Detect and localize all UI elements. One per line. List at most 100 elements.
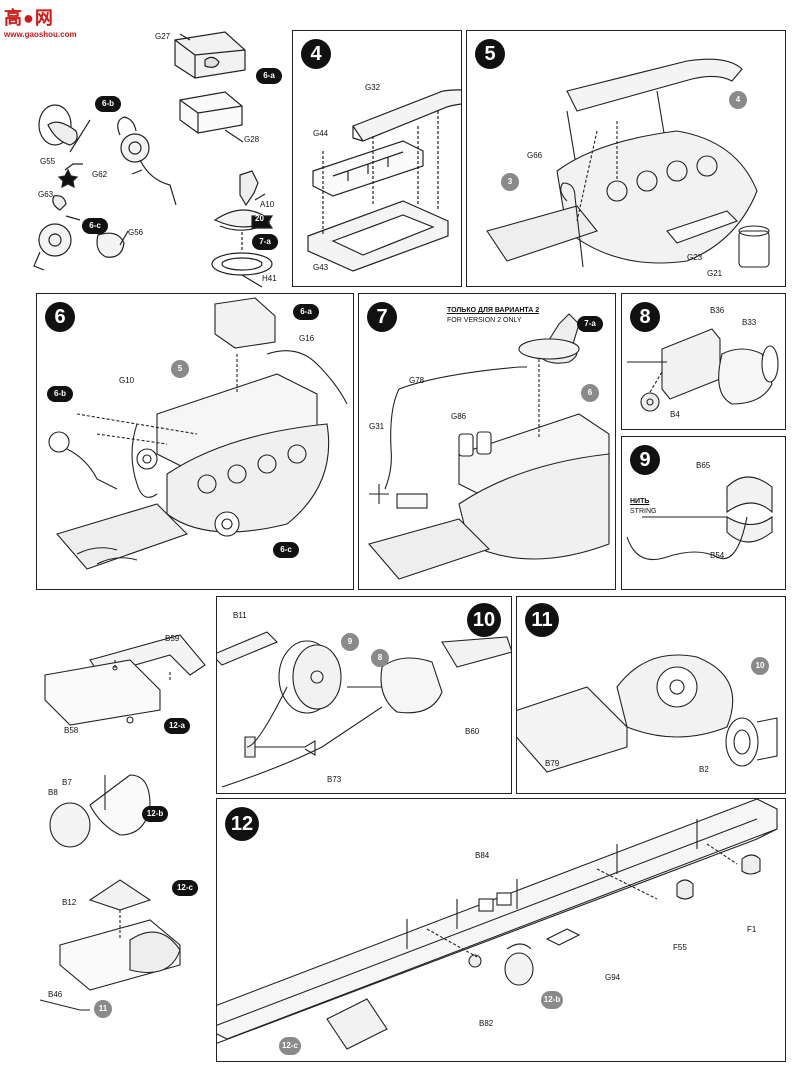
step-7-art <box>368 313 610 580</box>
logo-url: www.gaoshou.com <box>4 30 77 39</box>
loose-12bc-art <box>39 774 181 1011</box>
ref-6: 6 <box>581 384 599 402</box>
version-note-en: FOR VERSION 2 ONLY <box>447 317 522 324</box>
label-B2: B2 <box>699 765 709 774</box>
version-note-ru: ТОЛЬКО ДЛЯ ВАРИАНТА 2 <box>447 307 540 314</box>
step-4-number: 4 <box>301 39 331 69</box>
loose-12a-art <box>44 634 206 726</box>
step-4-panel: 4 G32 G44 G43 <box>292 30 462 287</box>
ref-5: 5 <box>171 360 189 378</box>
label-G10: G10 <box>119 376 135 385</box>
step-6-panel: 6 G16 G10 6-a 6-b 6-c 5 <box>36 293 354 590</box>
callout-6b: 6-b <box>95 96 121 112</box>
label-B33: B33 <box>742 318 757 327</box>
label-B7: B7 <box>62 778 72 787</box>
ref-3: 3 <box>501 173 519 191</box>
flag-7: 7 <box>70 166 75 175</box>
ref-12c: 12-c <box>279 1037 301 1055</box>
ref-9: 9 <box>341 633 359 651</box>
label-G66: G66 <box>527 151 543 160</box>
callout-6a: 6-a <box>293 304 319 320</box>
label-B58: B58 <box>64 726 79 735</box>
label-G62: G62 <box>92 170 108 179</box>
label-B65: B65 <box>696 461 711 470</box>
string-note-en: STRING <box>630 508 657 515</box>
step-9-art <box>626 476 773 561</box>
step-9-panel: 9 B65 B54 НИТЬ STRING <box>621 436 786 590</box>
label-F1: F1 <box>747 925 757 934</box>
label-B8: B8 <box>48 788 58 797</box>
step-10-panel: 10 B11 B60 B73 9 8 <box>216 596 512 794</box>
step-6-number: 6 <box>45 302 75 332</box>
callout-12a: 12-a <box>164 718 190 734</box>
step-5-panel: 5 G66 G23 G21 3 4 <box>466 30 786 287</box>
label-G16: G16 <box>299 334 315 343</box>
step-9-number: 9 <box>630 445 660 475</box>
step-8-art <box>627 328 779 412</box>
step-10-number: 10 <box>467 603 501 637</box>
label-B46: B46 <box>48 990 63 999</box>
label-B60: B60 <box>465 727 480 736</box>
callout-6b: 6-b <box>47 386 73 402</box>
step-11-number: 11 <box>525 603 559 637</box>
callout-7a: 7-a <box>252 234 278 250</box>
label-B36: B36 <box>710 306 725 315</box>
step-11-panel: 11 B79 B2 10 <box>516 596 786 794</box>
callout-6c: 6-c <box>82 218 108 234</box>
callout-6a: 6-a <box>256 68 282 84</box>
label-G86: G86 <box>451 412 467 421</box>
step-5-number: 5 <box>475 39 505 69</box>
label-G44: G44 <box>313 129 329 138</box>
step-8-panel: 8 B36 B33 B4 <box>621 293 786 430</box>
step-11-art <box>517 654 778 773</box>
callout-12c: 12-c <box>172 880 198 896</box>
label-B59: B59 <box>165 634 180 643</box>
label-B12: B12 <box>62 898 77 907</box>
label-B84: B84 <box>475 851 490 860</box>
callout-7a: 7-a <box>577 316 603 332</box>
label-G31: G31 <box>369 422 385 431</box>
label-G32: G32 <box>365 83 381 92</box>
step-8-number: 8 <box>630 302 660 332</box>
ref-4: 4 <box>729 91 747 109</box>
label-B54: B54 <box>710 551 725 560</box>
ref-12b: 12-b <box>541 991 563 1009</box>
step-10-art <box>217 631 511 788</box>
label-G94: G94 <box>605 973 621 982</box>
label-G28: G28 <box>244 135 260 144</box>
ref-8: 8 <box>371 649 389 667</box>
label-B4: B4 <box>670 410 680 419</box>
step-5-art <box>486 58 770 268</box>
label-B79: B79 <box>545 759 560 768</box>
step-7-number: 7 <box>367 302 397 332</box>
logo-text: 高●网 <box>4 8 54 28</box>
step-4-art <box>307 89 461 272</box>
step-12-number: 12 <box>225 807 259 841</box>
callout-12b: 12-b <box>142 806 168 822</box>
label-H41: H41 <box>262 274 277 283</box>
label-G23: G23 <box>687 253 703 262</box>
step-6-art <box>48 297 348 570</box>
label-G63: G63 <box>38 190 54 199</box>
callout-6c: 6-c <box>273 542 299 558</box>
label-G21: G21 <box>707 269 723 278</box>
step-12-panel: 12 B84 F55 F1 G94 B82 12-b 12-c <box>216 798 786 1062</box>
site-logo: 高●网 www.gaoshou.com <box>4 4 77 39</box>
label-B82: B82 <box>479 1019 494 1028</box>
label-B11: B11 <box>233 611 247 620</box>
step-12-art <box>217 799 778 1050</box>
label-G43: G43 <box>313 263 329 272</box>
loose-parts-top-art <box>33 31 274 288</box>
step-7-panel: 7 ТОЛЬКО ДЛЯ ВАРИАНТА 2 FOR VERSION 2 ON… <box>358 293 616 590</box>
flag-20: 20 <box>255 214 264 223</box>
label-G78: G78 <box>409 376 425 385</box>
label-G56: G56 <box>128 228 144 237</box>
label-B73: B73 <box>327 775 342 784</box>
ref-11: 11 <box>94 1000 112 1018</box>
label-G55: G55 <box>40 157 56 166</box>
label-F55: F55 <box>673 943 687 952</box>
label-A10: A10 <box>260 200 275 209</box>
ref-10: 10 <box>751 657 769 675</box>
string-note-ru: НИТЬ <box>630 498 650 505</box>
label-G27: G27 <box>155 32 171 41</box>
